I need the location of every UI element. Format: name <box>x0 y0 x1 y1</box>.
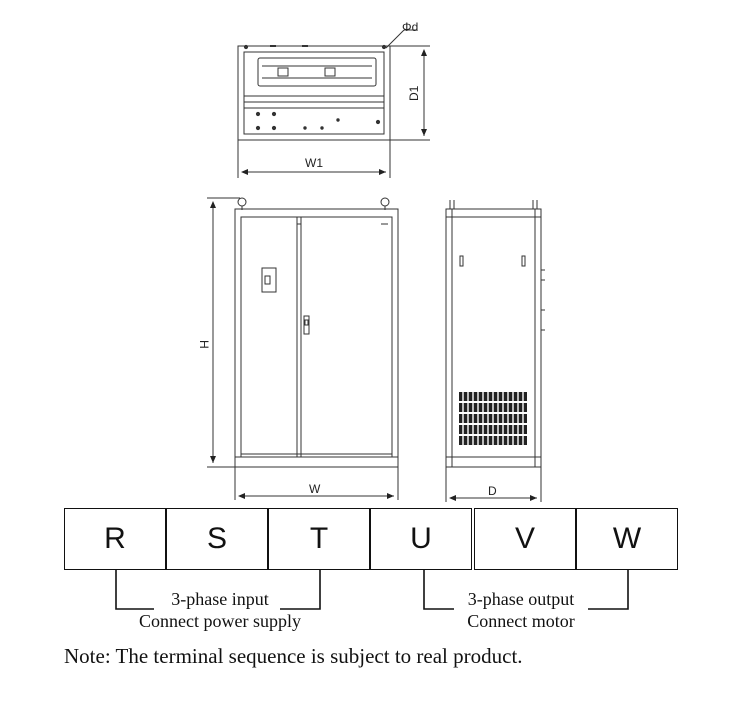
top-view <box>237 44 391 141</box>
terminal-u: U <box>370 508 472 570</box>
input-group-title: 3-phase input <box>171 589 269 609</box>
w1-dimension-line <box>237 140 391 178</box>
input-group-subtitle: Connect power supply <box>139 611 301 631</box>
phi-d-label: Φd <box>402 20 418 34</box>
h-label: H <box>197 340 211 349</box>
output-bracket <box>423 570 629 610</box>
d-dimension-line <box>445 467 542 502</box>
d-label: D <box>488 484 497 498</box>
output-group-subtitle: Connect motor <box>467 611 575 631</box>
terminal-s: S <box>166 508 268 570</box>
side-vent-grille <box>459 392 527 446</box>
d1-label: D1 <box>407 85 421 101</box>
w-dimension-line <box>234 467 399 500</box>
output-group-title: 3-phase output <box>467 589 575 609</box>
d1-dimension-line <box>390 45 430 141</box>
output-group-label: 3-phase output Connect motor <box>420 588 622 632</box>
w1-label: W1 <box>305 156 323 170</box>
input-bracket <box>115 570 321 610</box>
terminal-v: V <box>474 508 576 570</box>
phi-d-leader <box>385 29 416 49</box>
h-dimension-line <box>207 197 240 468</box>
terminal-t: T <box>268 508 370 570</box>
terminal-r: R <box>64 508 166 570</box>
front-view <box>234 197 399 468</box>
w-label: W <box>309 482 321 496</box>
terminal-w: W <box>576 508 678 570</box>
side-view <box>445 200 545 468</box>
input-group-label: 3-phase input Connect power supply <box>118 588 322 632</box>
terminal-note: Note: The terminal sequence is subject t… <box>64 644 523 668</box>
